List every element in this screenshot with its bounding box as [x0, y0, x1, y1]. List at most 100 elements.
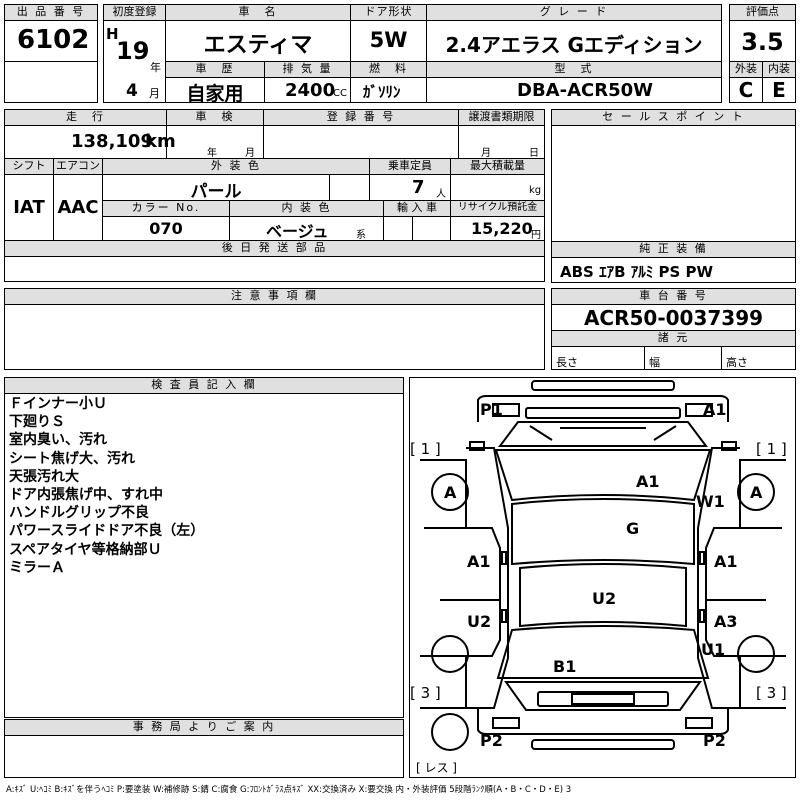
inspection-year-unit: 年: [207, 148, 217, 159]
registration-number-cell: [263, 125, 459, 159]
sales-point-cell: [551, 125, 796, 242]
model-label: 型 式: [426, 61, 722, 78]
right-rear-door: [705, 599, 766, 657]
wheel-front-left: [431, 473, 469, 511]
mark-wheel-front-left: A: [444, 483, 457, 502]
inspector-notes-cell: Ｆインナー小Ｕ 下廻りＳ 室内臭い、汚れ シート焦げ大、汚れ 天張汚れ大 ドア内…: [4, 393, 404, 718]
recycle-deposit: 15,220: [471, 219, 533, 238]
mark-wheel-rl-bracket: [ 3 ]: [410, 684, 441, 702]
mark-p2-rear-left: P2: [480, 731, 503, 750]
door-type: 5W: [369, 28, 408, 52]
interior-color-suffix: 系: [356, 230, 366, 241]
registration-year: 19: [116, 37, 150, 65]
rear-plate-area: [537, 691, 669, 707]
inspection-label: 車 検: [166, 109, 264, 126]
recycle-deposit-cell: 15,220 円: [450, 216, 545, 241]
equipment-cell: ABS ｴｱB ｱﾙﾐ PS PW: [551, 257, 796, 283]
exterior-color: パール: [190, 182, 242, 202]
import-car-cell-2: [412, 216, 451, 241]
aircon: AAC: [57, 197, 99, 218]
mark-a1-left-door: A1: [467, 552, 491, 571]
mileage: 138,109: [71, 131, 153, 152]
color-number-cell: 070: [102, 216, 230, 241]
max-load-cell: kg: [450, 174, 545, 201]
fuel-label: 燃 料: [350, 61, 427, 78]
mark-b1-rear: B1: [553, 657, 576, 676]
inspection-cell: 年 月: [166, 125, 264, 159]
right-taillight: [685, 717, 713, 729]
left-front-fender: [420, 459, 467, 529]
right-mirror: [721, 441, 737, 451]
mark-wheel-rr-bracket: [ 3 ]: [756, 684, 787, 702]
left-body-side: [466, 447, 509, 709]
mark-u1-right: U1: [701, 640, 725, 659]
capacity: 7: [412, 177, 425, 198]
registration-month: 4: [126, 81, 138, 101]
month-unit: 月: [149, 87, 160, 100]
height-label: 高さ: [726, 356, 748, 369]
chassis-number: ACR50-0037399: [583, 306, 764, 330]
mark-u2-center: U2: [592, 589, 616, 608]
shift-cell: IAT: [4, 174, 54, 241]
right-rear-quarter: [739, 655, 786, 709]
length-label: 長さ: [556, 356, 578, 369]
interior-color-cell: ベージュ 系: [229, 216, 384, 241]
mark-g-roof: G: [626, 519, 639, 538]
mileage-unit: km: [145, 131, 176, 152]
import-car-cell: [383, 216, 413, 241]
mileage-cell: 138,109 km: [4, 125, 176, 159]
fuel: ｶﾞｿﾘﾝ: [363, 83, 401, 101]
left-rear-door: [440, 599, 501, 657]
lot-number-label: 出 品 番 号: [4, 4, 98, 21]
office-notice-label: 事 務 局 よ り ご 案 内: [4, 719, 404, 736]
car-name-label: 車 名: [165, 4, 351, 21]
first-registration-label: 初度登録: [103, 4, 166, 21]
windshield: [494, 449, 712, 502]
left-mirror: [469, 441, 485, 451]
transfer-month-unit: 月: [481, 148, 491, 159]
mark-p1-front-left: P1: [480, 400, 503, 419]
left-headlight: [492, 403, 520, 417]
car-name: エスティマ: [203, 33, 313, 58]
equipment: ABS ｴｱB ｱﾙﾐ PS PW: [560, 263, 714, 281]
right-front-fender: [739, 459, 786, 529]
transfer-deadline-label: 譲渡書類期限: [458, 109, 545, 126]
lot-number-cell: 6102: [4, 20, 98, 62]
rear-hatch: [504, 681, 702, 711]
hood: [498, 421, 708, 447]
interior-color: ベージュ: [266, 222, 329, 241]
hood-lines: [529, 425, 677, 441]
exterior-grade-label: 外装: [729, 61, 763, 78]
mark-u2-left: U2: [467, 612, 491, 631]
inspector-note: スペアタイヤ等格納部Ｕ: [9, 541, 162, 558]
mark-w1: W1: [696, 492, 725, 511]
score-label: 評価点: [729, 4, 796, 21]
grade-cell: 2.4アエラス Gエディション: [426, 20, 722, 62]
car-name-cell: エスティマ: [165, 20, 351, 62]
left-rear-quarter: [420, 655, 467, 709]
displacement-cell: 2400 CC: [264, 77, 351, 103]
recycle-deposit-unit: 円: [531, 230, 541, 241]
shift-label: シフト: [4, 158, 54, 175]
grade: 2.4アエラス Gエディション: [445, 33, 703, 57]
car-history-cell: 自家用: [165, 77, 265, 105]
equipment-label: 純 正 装 備: [551, 241, 796, 258]
car-outline-diagram: P1 A1 [ 1 ] [ 1 ] A A A1 W1 G A1 A1 U2 U…: [410, 380, 787, 775]
inspector-notes-label: 検 査 員 記 入 欄: [4, 377, 404, 394]
exterior-grade: C: [738, 78, 754, 102]
inspector-note: 下廻りＳ: [9, 414, 65, 431]
exterior-color-label: 外 装 色: [102, 158, 370, 175]
inspector-note: ハンドルグリップ不良: [9, 505, 149, 522]
displacement-label: 排 気 量: [264, 61, 351, 78]
max-load-label: 最大積載量: [450, 158, 545, 175]
mileage-label: 走 行: [4, 109, 167, 126]
mark-a1-hood: A1: [636, 472, 660, 491]
first-registration-cell: H 19 年 4 月: [103, 20, 166, 103]
office-notice-cell: [4, 735, 404, 778]
width-label: 幅: [649, 356, 660, 369]
exterior-color-cell: パール: [102, 174, 330, 202]
caution-cell: [4, 304, 545, 370]
import-car-label: 輸 入 車: [383, 200, 451, 217]
capacity-label: 乗車定員: [369, 158, 451, 175]
inspector-note: シート焦げ大、汚れ: [9, 450, 135, 467]
